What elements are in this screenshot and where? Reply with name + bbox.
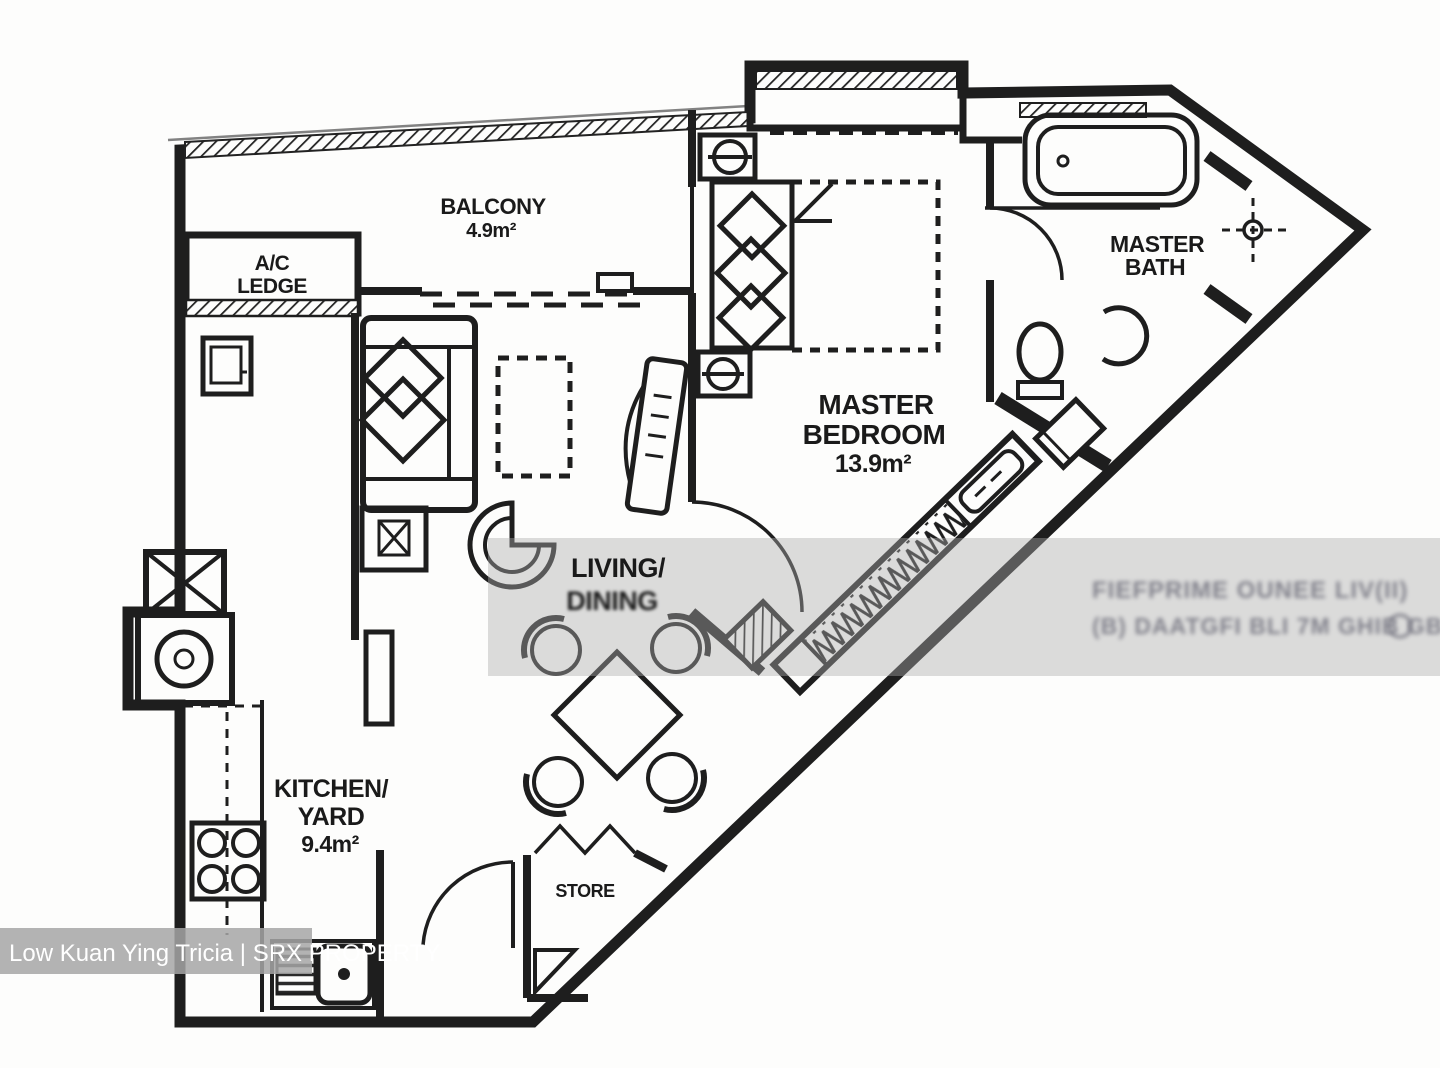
wall-light-top (697, 132, 758, 182)
balcony-area: 4.9m² (466, 220, 517, 242)
dining-table (550, 648, 684, 782)
kitchen-area: 9.4m² (301, 831, 359, 857)
ac-ledge-label-1: A/C (255, 252, 290, 275)
living-label-2: DINING (566, 586, 658, 616)
interior-walls (182, 110, 1253, 1018)
kitchen-label-1: KITCHEN/ (274, 775, 389, 803)
wash-basin (1101, 305, 1150, 367)
watermark-line-2: (B) DAATGFI BLI 7M GHIB GB! (1092, 613, 1440, 639)
agent-credit-text: Low Kuan Ying Tricia | SRX PROPERTY (9, 940, 440, 967)
bed (709, 179, 941, 354)
tv-console (623, 356, 690, 516)
entrance-door (421, 860, 515, 948)
wardrobe (769, 429, 1044, 697)
bath-vanity-cabinet (1032, 396, 1108, 471)
room-labels: BALCONY 4.9m² A/C LEDGE MASTER BEDROOM 1… (237, 194, 1205, 901)
living-label-1: LIVING/ (571, 553, 666, 583)
bedroom-bay-window (746, 62, 967, 135)
wall-light-bottom (695, 349, 753, 399)
master-bath-label-2: BATH (1125, 254, 1185, 280)
watermark-line-1: FIEFPRIME OUNEE LIV(II) (1092, 577, 1408, 604)
washing-machine (135, 612, 235, 706)
dining-chairs (520, 612, 712, 818)
toilet (1016, 321, 1064, 400)
agent-credit-watermark: Low Kuan Ying Tricia | SRX PROPERTY (0, 928, 440, 974)
watermark-band (488, 538, 1440, 676)
master-bath-label-1: MASTER (1110, 231, 1205, 257)
kitchen-label-2: YARD (298, 803, 365, 831)
watermark-garbled-text: FIEFPRIME OUNEE LIV(II) (B) DAATGFI BLI … (1092, 577, 1440, 639)
corridor-wall-hatched (720, 598, 795, 672)
ac-ledge-label-2: LEDGE (237, 275, 307, 298)
shower-head (1222, 198, 1288, 264)
master-bedroom-area: 13.9m² (835, 450, 911, 478)
side-table-x (359, 505, 429, 573)
bathtub (1022, 112, 1200, 208)
master-bedroom-label-2: BEDROOM (803, 419, 946, 450)
stove (189, 820, 267, 902)
coffee-table (495, 355, 573, 479)
armchair-fan (467, 500, 557, 590)
master-bedroom-label-1: MASTER (818, 389, 934, 420)
ac-unit (200, 335, 254, 397)
store-label: STORE (555, 881, 615, 901)
sofa (358, 315, 478, 513)
balcony-label: BALCONY (440, 194, 546, 219)
